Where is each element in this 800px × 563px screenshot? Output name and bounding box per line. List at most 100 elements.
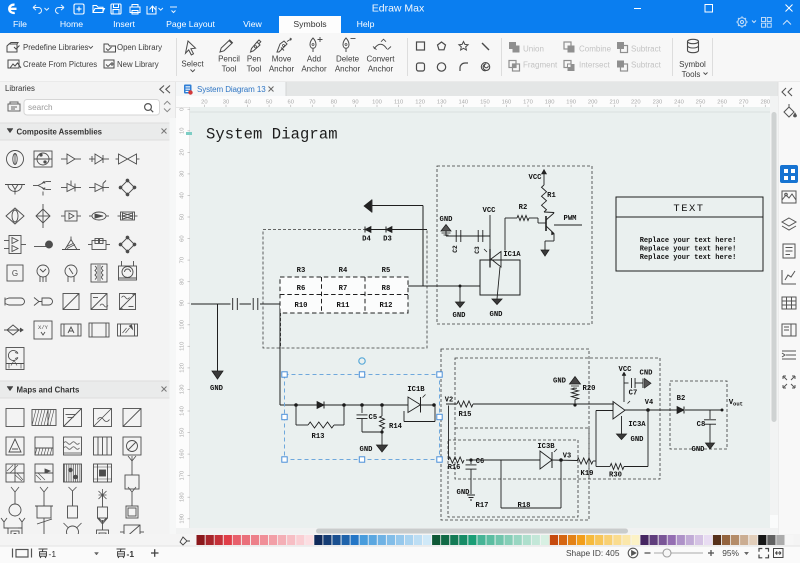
svg-text:100: 100: [180, 320, 186, 330]
svg-text:50: 50: [180, 214, 186, 220]
svg-text:C5: C5: [369, 414, 378, 422]
svg-text:120: 120: [415, 100, 425, 106]
svg-text:D4: D4: [362, 236, 371, 244]
svg-text:70: 70: [309, 100, 315, 106]
svg-text:CND: CND: [640, 370, 654, 378]
svg-text:Edraw Max: Edraw Max: [372, 3, 425, 15]
svg-text:R3: R3: [297, 267, 306, 275]
svg-text:GND: GND: [457, 489, 471, 497]
svg-text:110: 110: [394, 100, 403, 106]
svg-text:220: 220: [631, 100, 641, 106]
svg-text:View: View: [243, 19, 262, 29]
svg-text:C6: C6: [476, 458, 484, 466]
svg-text:System Diagram 13: System Diagram 13: [197, 85, 266, 94]
svg-text:R12: R12: [380, 302, 393, 310]
svg-text:70: 70: [180, 257, 186, 263]
svg-text:Open Library: Open Library: [117, 43, 162, 52]
svg-text:190: 190: [566, 100, 576, 106]
svg-text:Convert: Convert: [366, 55, 395, 64]
svg-text:C2: C2: [452, 245, 459, 253]
svg-text:VCC: VCC: [619, 366, 633, 374]
svg-text:130: 130: [180, 385, 186, 395]
svg-text:250: 250: [696, 100, 706, 106]
svg-text:V: V: [729, 399, 734, 407]
svg-text:R11: R11: [337, 302, 351, 310]
svg-text:Intersect: Intersect: [579, 61, 610, 70]
svg-text:50: 50: [266, 100, 272, 106]
svg-text:B2: B2: [677, 395, 686, 403]
svg-text:130: 130: [437, 100, 447, 106]
svg-text:180: 180: [545, 100, 555, 106]
svg-text:R2: R2: [519, 204, 528, 212]
svg-text:R6: R6: [297, 285, 306, 293]
svg-text:140: 140: [458, 100, 468, 106]
svg-text:Delete: Delete: [336, 55, 360, 64]
svg-text:R15: R15: [459, 411, 472, 419]
svg-text:search: search: [28, 103, 53, 112]
svg-text:20: 20: [180, 149, 186, 155]
svg-text:Pencil: Pencil: [218, 55, 240, 64]
svg-text:K19: K19: [581, 470, 594, 478]
svg-text:X/Y: X/Y: [38, 324, 49, 331]
svg-text:C8: C8: [697, 421, 706, 429]
svg-text:-1: -1: [127, 549, 135, 559]
svg-text:TEXT: TEXT: [673, 203, 704, 215]
svg-text:Replace your text here!: Replace your text here!: [640, 246, 737, 254]
svg-text:PWM: PWM: [564, 215, 577, 223]
svg-text:80: 80: [331, 100, 337, 106]
svg-text:IC3B: IC3B: [537, 443, 555, 451]
svg-text:Union: Union: [523, 45, 544, 54]
svg-text:40: 40: [180, 192, 186, 198]
svg-text:Combine: Combine: [579, 45, 612, 54]
svg-text:R14: R14: [389, 423, 403, 431]
svg-text:R18: R18: [518, 502, 531, 510]
svg-text:Replace your text here!: Replace your text here!: [640, 254, 737, 262]
svg-text:60: 60: [287, 100, 293, 106]
svg-text:Predefine Libraries: Predefine Libraries: [23, 43, 89, 52]
svg-text:Move: Move: [272, 55, 292, 64]
svg-text:GND: GND: [631, 436, 645, 444]
svg-text:Symbol: Symbol: [679, 60, 706, 69]
svg-text:-1: -1: [49, 549, 57, 559]
svg-text:R13: R13: [312, 433, 325, 441]
svg-text:260: 260: [717, 100, 727, 106]
svg-text:120: 120: [180, 363, 186, 373]
svg-text:Shape ID: 405: Shape ID: 405: [566, 548, 620, 558]
svg-text:30: 30: [223, 100, 229, 106]
svg-text:V2: V2: [445, 397, 453, 405]
svg-text:GND: GND: [453, 312, 467, 320]
svg-text:Subtract: Subtract: [631, 61, 662, 70]
svg-text:170: 170: [523, 100, 533, 106]
svg-text:Composite Assemblies: Composite Assemblies: [17, 128, 103, 137]
svg-text:200: 200: [588, 100, 598, 106]
svg-text:Pen: Pen: [247, 55, 261, 64]
svg-text:Libraries: Libraries: [5, 84, 35, 93]
svg-text:Anchor: Anchor: [368, 65, 394, 74]
svg-text:80: 80: [180, 278, 186, 284]
svg-text:150: 150: [480, 100, 490, 106]
svg-text:Subtract: Subtract: [631, 45, 662, 54]
svg-text:IC1B: IC1B: [407, 386, 425, 394]
svg-text:230: 230: [653, 100, 663, 106]
svg-text:R5: R5: [382, 267, 391, 275]
svg-text:270: 270: [739, 100, 749, 106]
svg-text:90: 90: [352, 100, 358, 106]
svg-text:30: 30: [180, 171, 186, 177]
svg-text:GND: GND: [490, 311, 504, 319]
svg-text:Tool: Tool: [222, 65, 237, 74]
svg-text:210: 210: [609, 100, 619, 106]
svg-text:170: 170: [180, 471, 186, 481]
svg-text:Replace your text here!: Replace your text here!: [640, 237, 737, 245]
svg-text:Symbols: Symbols: [293, 19, 327, 29]
svg-text:Select: Select: [181, 60, 204, 69]
svg-text:VCC: VCC: [483, 207, 497, 215]
svg-text:20: 20: [201, 100, 207, 106]
svg-text:VCC: VCC: [529, 174, 543, 182]
svg-text:File: File: [13, 19, 27, 29]
svg-text:Anchor: Anchor: [301, 65, 327, 74]
svg-text:R30: R30: [609, 472, 622, 480]
svg-text:GND: GND: [440, 216, 454, 224]
svg-text:Help: Help: [357, 19, 375, 29]
svg-text:R16: R16: [448, 464, 461, 472]
svg-text:IC3A: IC3A: [628, 421, 646, 429]
